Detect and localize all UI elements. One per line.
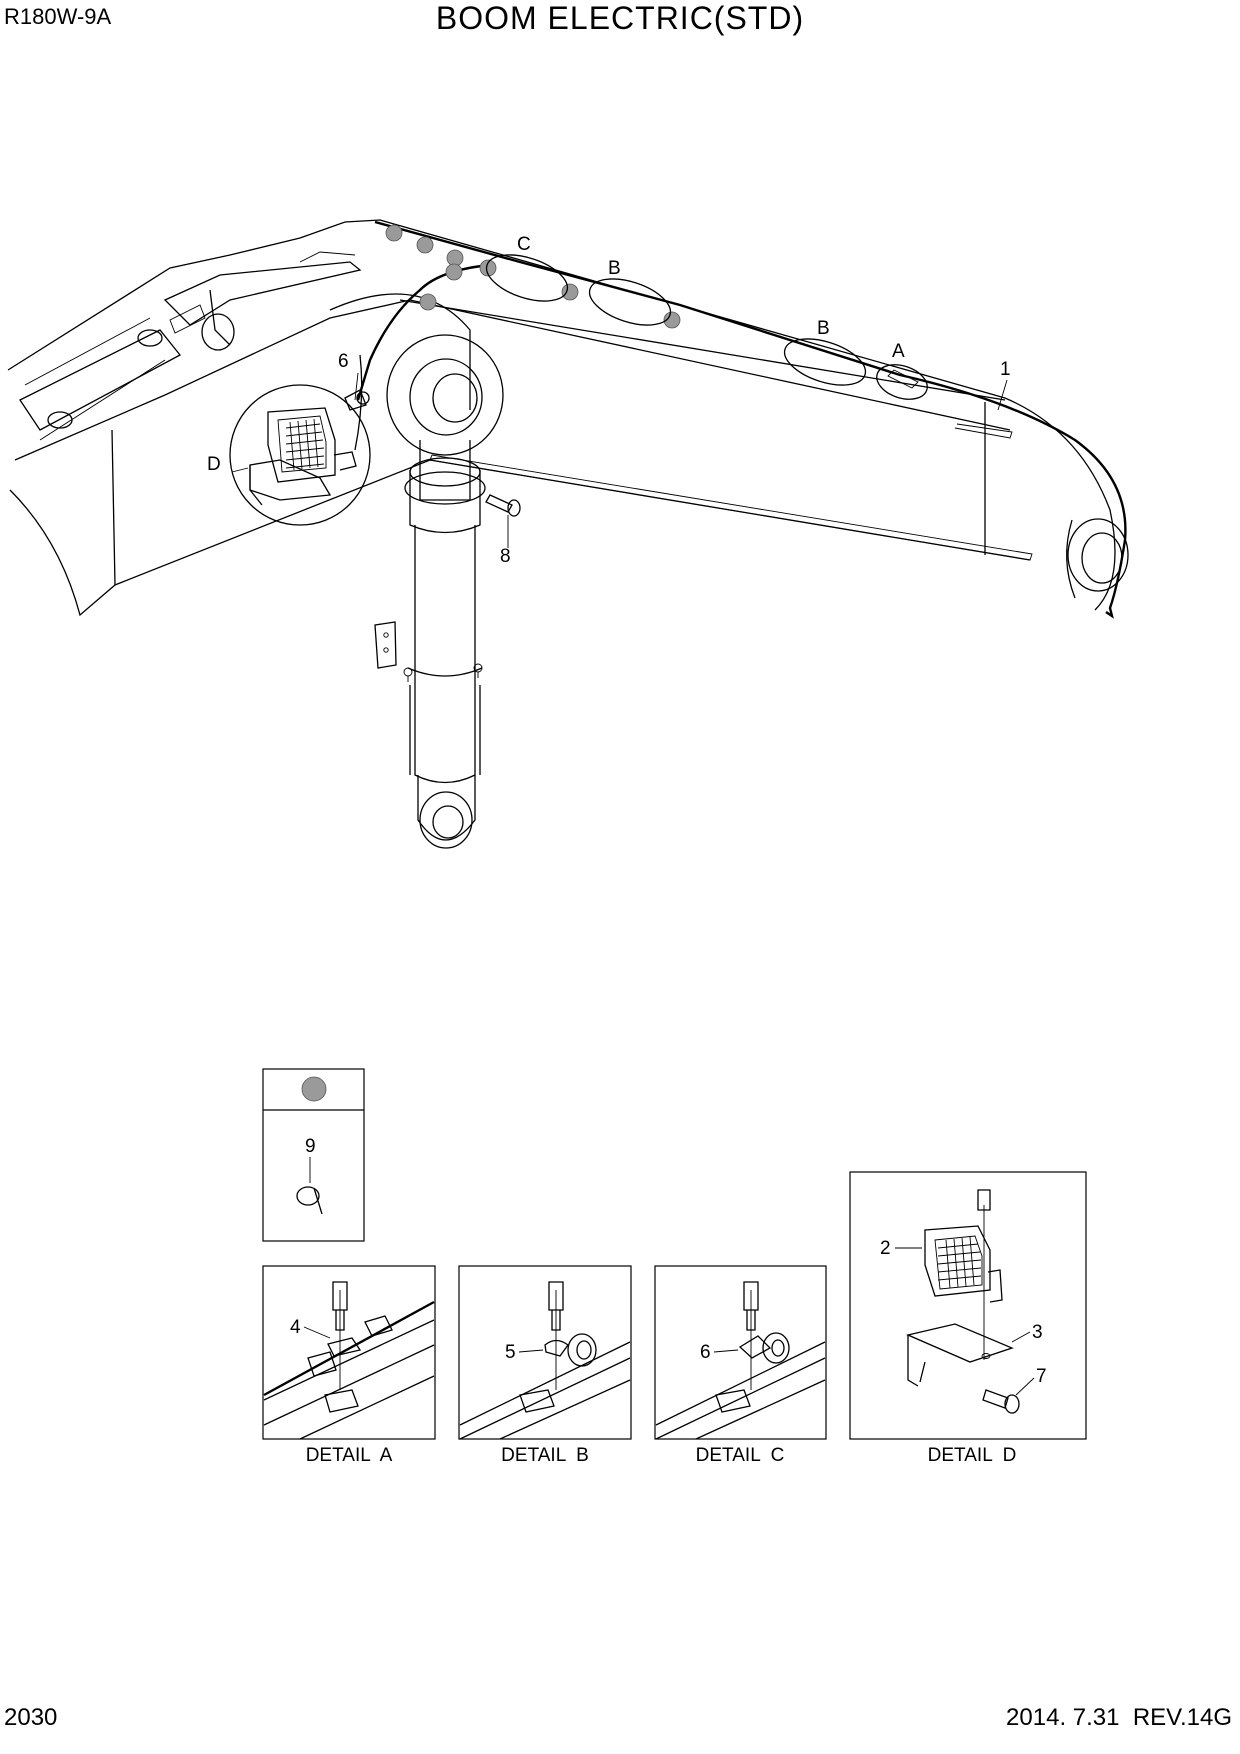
detail-d-box: 2 3 7 bbox=[849, 1171, 1087, 1440]
legend-box: 9 bbox=[262, 1068, 365, 1242]
detail-b-box: 5 bbox=[458, 1265, 632, 1440]
revision-date: 2014. 7.31 REV.14G bbox=[1006, 1704, 1232, 1731]
callout-6: 6 bbox=[338, 351, 349, 372]
page-title: BOOM ELECTRIC(STD) bbox=[435, 0, 805, 36]
detail-a-part-4: 4 bbox=[290, 1317, 301, 1338]
callout-1: 1 bbox=[1000, 359, 1011, 380]
gray-dot-icon bbox=[301, 1076, 327, 1102]
model-code: R180W-9A bbox=[4, 4, 112, 29]
callout-letter-A: A bbox=[892, 341, 905, 362]
boom-structure bbox=[7, 219, 1129, 617]
detail-location-ellipses bbox=[485, 254, 928, 400]
callout-letter-B1: B bbox=[608, 258, 621, 279]
callout-letter-B2: B bbox=[817, 318, 830, 339]
bolt-8-icon bbox=[485, 494, 521, 548]
harness-clip-markers bbox=[385, 224, 681, 329]
detail-a-caption: DETAIL A bbox=[306, 1445, 393, 1466]
leader-lines bbox=[231, 372, 1008, 473]
detail-d-part-3: 3 bbox=[1032, 1322, 1043, 1343]
boom-harness-line bbox=[374, 220, 1127, 619]
detail-c-box: 6 bbox=[654, 1265, 827, 1440]
detail-d-part-7: 7 bbox=[1036, 1366, 1047, 1387]
boom-cylinder bbox=[374, 334, 504, 849]
callout-C: D bbox=[207, 454, 221, 475]
callout-8: 8 bbox=[500, 546, 511, 567]
detail-a-box: 4 bbox=[262, 1265, 436, 1440]
detail-b-part-5: 5 bbox=[505, 1342, 516, 1363]
detail-d-caption: DETAIL D bbox=[928, 1445, 1017, 1466]
work-lamp-inset bbox=[229, 354, 371, 526]
detail-c-part-6: 6 bbox=[700, 1342, 711, 1363]
detail-c-caption: DETAIL C bbox=[696, 1445, 785, 1466]
detail-d-part-2: 2 bbox=[880, 1238, 891, 1259]
callout-letter-C: C bbox=[517, 234, 531, 255]
legend-part-9: 9 bbox=[305, 1136, 316, 1157]
page-number: 2030 bbox=[4, 1704, 58, 1731]
detail-b-caption: DETAIL B bbox=[501, 1445, 589, 1466]
